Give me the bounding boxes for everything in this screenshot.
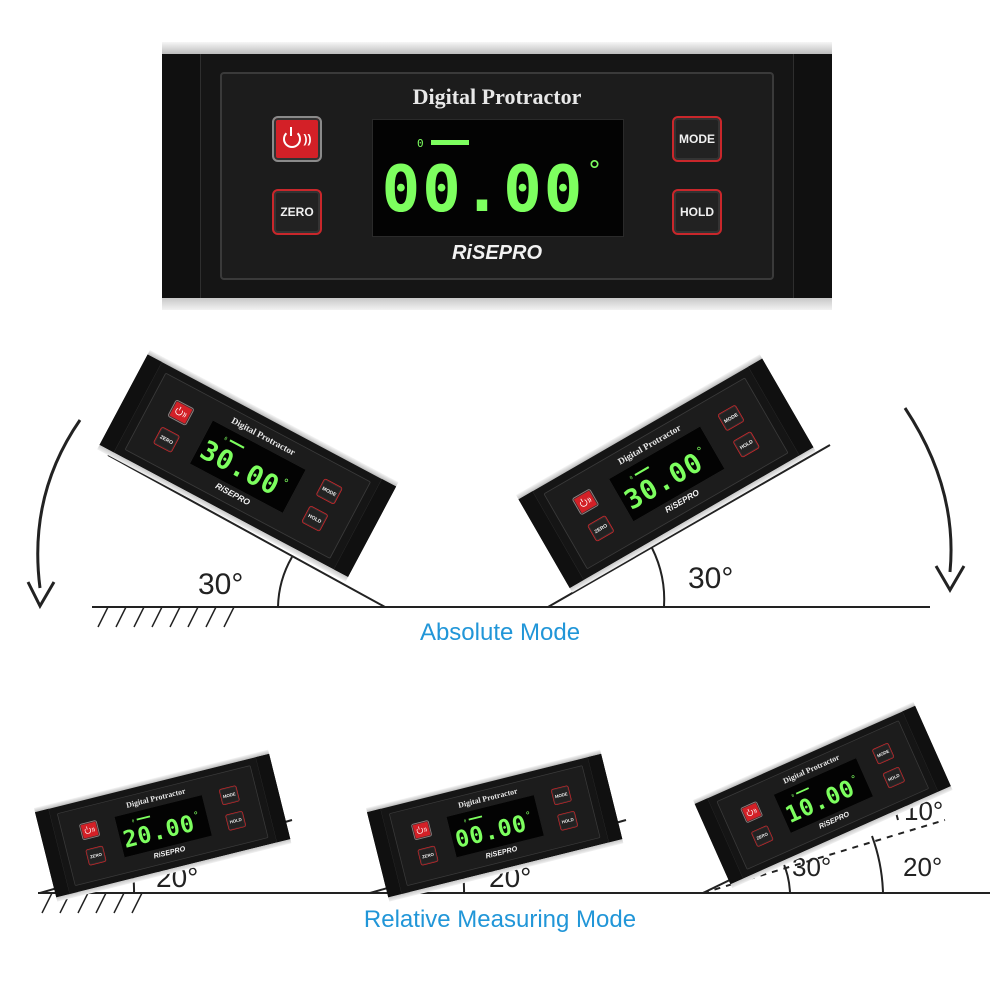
mode-button[interactable]: MODE [672, 116, 722, 162]
device-title: Digital Protractor [412, 84, 582, 109]
zero-button[interactable]: ZERO [586, 514, 615, 543]
zero-button[interactable]: ZERO [417, 845, 439, 866]
device-left-endcap [162, 54, 201, 298]
relative-ground-hatch [41, 892, 143, 914]
left-incline-line [107, 454, 386, 608]
right-rotation-arrow [903, 407, 953, 573]
device-bottom-rail [162, 298, 832, 310]
device-top-rail [162, 42, 832, 54]
absolute-mode-caption: Absolute Mode [419, 619, 581, 646]
brand-logo: RiSEPRO [451, 242, 543, 264]
hold-button[interactable]: HOLD [301, 505, 329, 532]
absolute-mode-diagram [26, 407, 966, 628]
wireless-signal-icon: )) [181, 411, 188, 419]
right-angle-arc [651, 547, 666, 608]
ground-hatch [97, 606, 235, 628]
indicator-bar [431, 140, 469, 145]
zero-button[interactable]: ZERO [750, 824, 774, 848]
power-icon [415, 826, 424, 835]
abs-left-angle-label: 30° [198, 568, 243, 601]
power-button[interactable]: )) [78, 819, 101, 841]
left-angle-arc [277, 556, 293, 608]
angle-reading: 00.00 [381, 153, 585, 227]
power-button[interactable]: )) [410, 819, 433, 841]
wireless-signal-icon: )) [303, 132, 312, 146]
hold-button[interactable]: HOLD [556, 810, 579, 831]
power-icon [282, 127, 301, 148]
zero-button[interactable]: ZERO [272, 189, 322, 235]
hold-button[interactable]: HOLD [882, 766, 906, 789]
relative-mode-caption: Relative Measuring Mode [363, 906, 637, 933]
indicator-digit: 0 [417, 137, 424, 150]
wireless-signal-icon: )) [91, 826, 96, 833]
device-face: Digital Protractor )) ZERO MODE HOLD 0 0… [220, 72, 774, 280]
wireless-signal-icon: )) [423, 826, 428, 833]
zero-button[interactable]: ZERO [152, 426, 181, 454]
hero-protractor: Digital Protractor )) ZERO MODE HOLD 0 0… [162, 42, 832, 310]
power-button[interactable]: )) [272, 116, 322, 162]
device-body: Digital Protractor )) ZERO MODE HOLD 0 0… [162, 54, 832, 298]
hold-button[interactable]: HOLD [732, 430, 761, 459]
hold-button[interactable]: HOLD [224, 810, 247, 831]
hold-button[interactable]: HOLD [672, 189, 722, 235]
power-icon [83, 826, 92, 835]
left-rotation-arrow [36, 419, 82, 589]
lcd-screen: 0 00.00 ° [372, 119, 624, 237]
device-right-endcap [793, 54, 832, 298]
mode-button[interactable]: MODE [550, 785, 573, 806]
right-incline-line [547, 444, 831, 608]
degree-symbol: ° [588, 156, 601, 186]
rel-right-angle-label-20: 20° [903, 852, 942, 882]
mode-button[interactable]: MODE [218, 785, 241, 806]
zero-button[interactable]: ZERO [85, 845, 107, 866]
abs-right-angle-label: 30° [688, 562, 733, 595]
